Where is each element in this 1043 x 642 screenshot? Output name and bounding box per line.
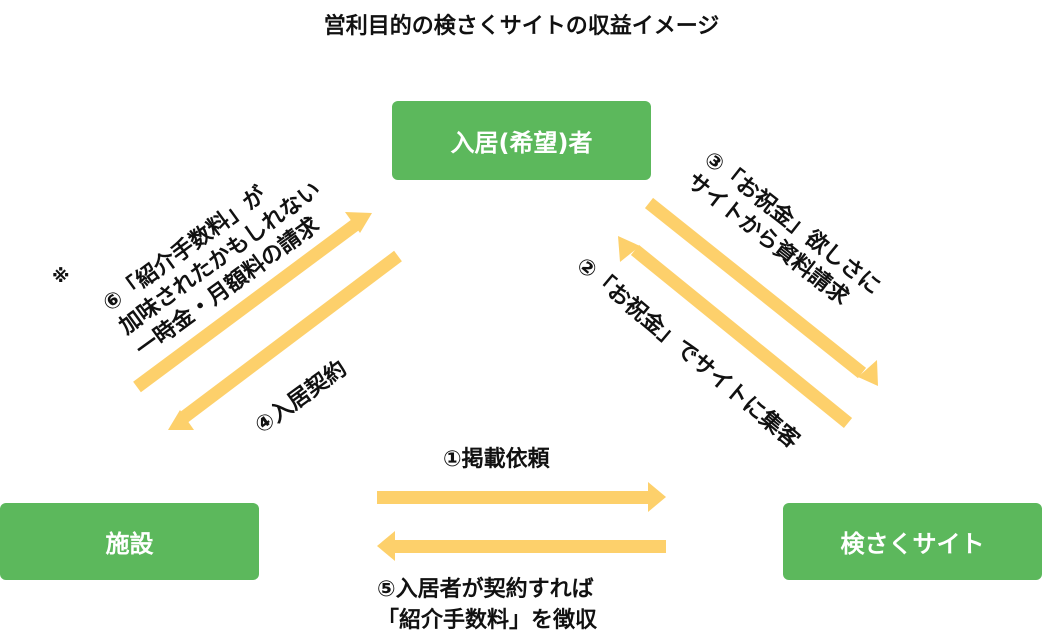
arrow-step2-head	[618, 236, 640, 262]
arrow-step6-head	[345, 212, 372, 233]
diagram-title: 営利目的の検さくサイトの収益イメージ	[323, 14, 720, 39]
arrow-step5	[377, 531, 666, 561]
node-facility: 施設	[0, 503, 259, 580]
arrow-step1	[377, 482, 666, 512]
arrow-step4-head	[168, 410, 194, 430]
label-step1: ①掲載依頼	[443, 447, 550, 472]
node-resident: 入居(希望)者	[392, 101, 651, 180]
arrow-step3-shaft	[644, 197, 867, 379]
label-step5: ⑤入居者が契約すれば 「紹介手数料」を徴収	[377, 574, 597, 636]
label-step6-mark: ※	[52, 266, 70, 287]
label-step5-line2: 「紹介手数料」を徴収	[377, 608, 598, 633]
arrow-step3-head	[858, 360, 878, 386]
label-step5-line1: ⑤入居者が契約すれば	[377, 577, 594, 602]
arrow-step6-shaft	[133, 219, 359, 393]
arrow-step2-shaft	[630, 244, 853, 429]
arrow-step4-shaft	[179, 250, 402, 424]
node-site: 検さくサイト	[783, 503, 1042, 580]
